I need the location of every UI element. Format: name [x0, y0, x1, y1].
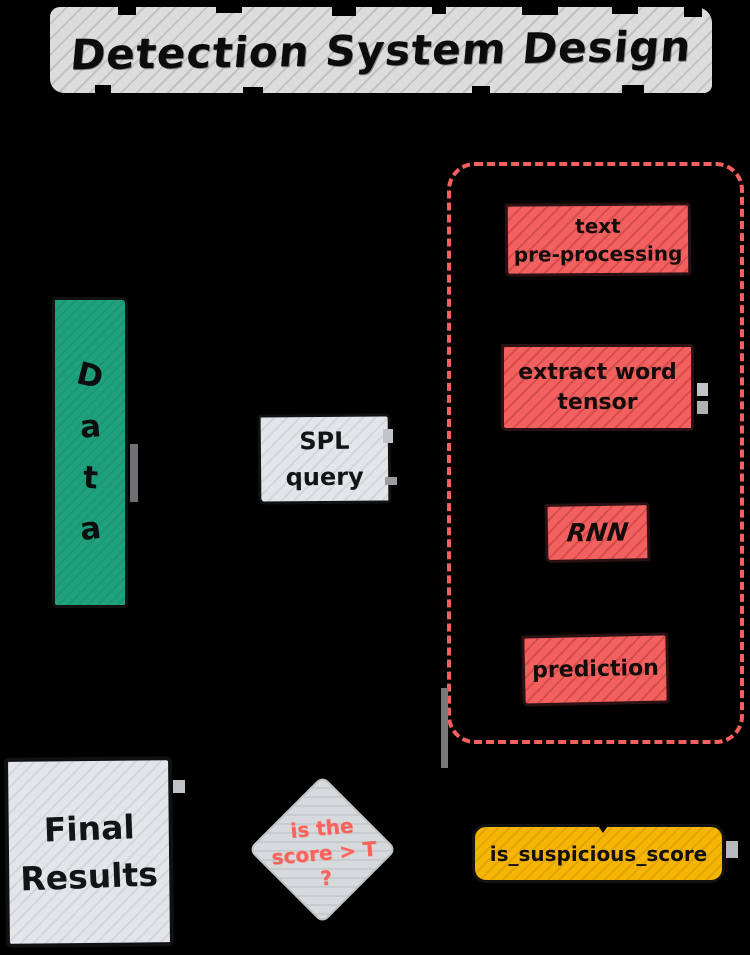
- connector-stub: [441, 688, 448, 768]
- banner-edge-notch: [243, 87, 263, 95]
- final-results-label-line: Final: [42, 806, 135, 850]
- spl-query-label-line: SPL: [299, 426, 350, 456]
- spl-query-label-line: query: [285, 462, 364, 492]
- connector-stub: [383, 429, 393, 443]
- decision-label: is the score > T ?: [239, 796, 409, 910]
- data-letter: D: [73, 355, 107, 397]
- banner-edge-notch: [332, 5, 356, 16]
- connector-stub: [130, 444, 138, 502]
- node-final-results[interactable]: Final Results: [4, 756, 174, 948]
- diagram-title: Detection System Design: [68, 21, 694, 79]
- decision-label-line: ?: [319, 864, 333, 890]
- final-results-label-line: Results: [19, 853, 159, 899]
- banner-edge-notch: [522, 5, 558, 15]
- connector-stub: [697, 383, 708, 396]
- node-suspicious-score[interactable]: is_suspicious_score: [472, 824, 725, 883]
- node-extract-word-tensor[interactable]: extract word tensor: [501, 344, 694, 431]
- suspicious-score-label: is_suspicious_score: [489, 841, 708, 866]
- banner-edge-notch: [432, 5, 446, 14]
- arrowhead-down-icon: [594, 820, 612, 833]
- banner-edge-notch: [622, 85, 644, 95]
- banner-edge-notch: [612, 5, 638, 14]
- node-spl-query[interactable]: SPL query: [257, 413, 392, 505]
- connector-stub: [173, 780, 185, 793]
- node-data[interactable]: D a t a: [52, 297, 128, 608]
- banner-edge-notch: [216, 5, 242, 13]
- prediction-label: prediction: [531, 655, 660, 684]
- banner-edge-notch: [684, 5, 702, 17]
- banner-edge-notch: [472, 86, 490, 95]
- node-prediction[interactable]: prediction: [521, 632, 670, 707]
- data-letter: t: [81, 459, 99, 497]
- connector-stub: [697, 401, 708, 414]
- tensor-label-line: extract word: [518, 360, 677, 385]
- title-banner: Detection System Design: [50, 5, 712, 95]
- banner-edge-notch: [95, 85, 111, 95]
- preprocessing-label-line: text: [575, 213, 621, 238]
- node-rnn[interactable]: RNN: [544, 502, 651, 563]
- data-letter: a: [78, 408, 102, 446]
- banner-edge-notch: [118, 5, 136, 15]
- pipeline-group-container[interactable]: [447, 162, 744, 744]
- connector-stub: [726, 841, 738, 858]
- preprocessing-label-line: pre-processing: [513, 240, 683, 267]
- rnn-label: RNN: [565, 517, 630, 548]
- node-text-preprocessing[interactable]: text pre-processing: [504, 202, 692, 277]
- data-letter: a: [77, 509, 103, 549]
- tensor-label-line: tensor: [557, 390, 638, 415]
- connector-stub: [385, 477, 397, 485]
